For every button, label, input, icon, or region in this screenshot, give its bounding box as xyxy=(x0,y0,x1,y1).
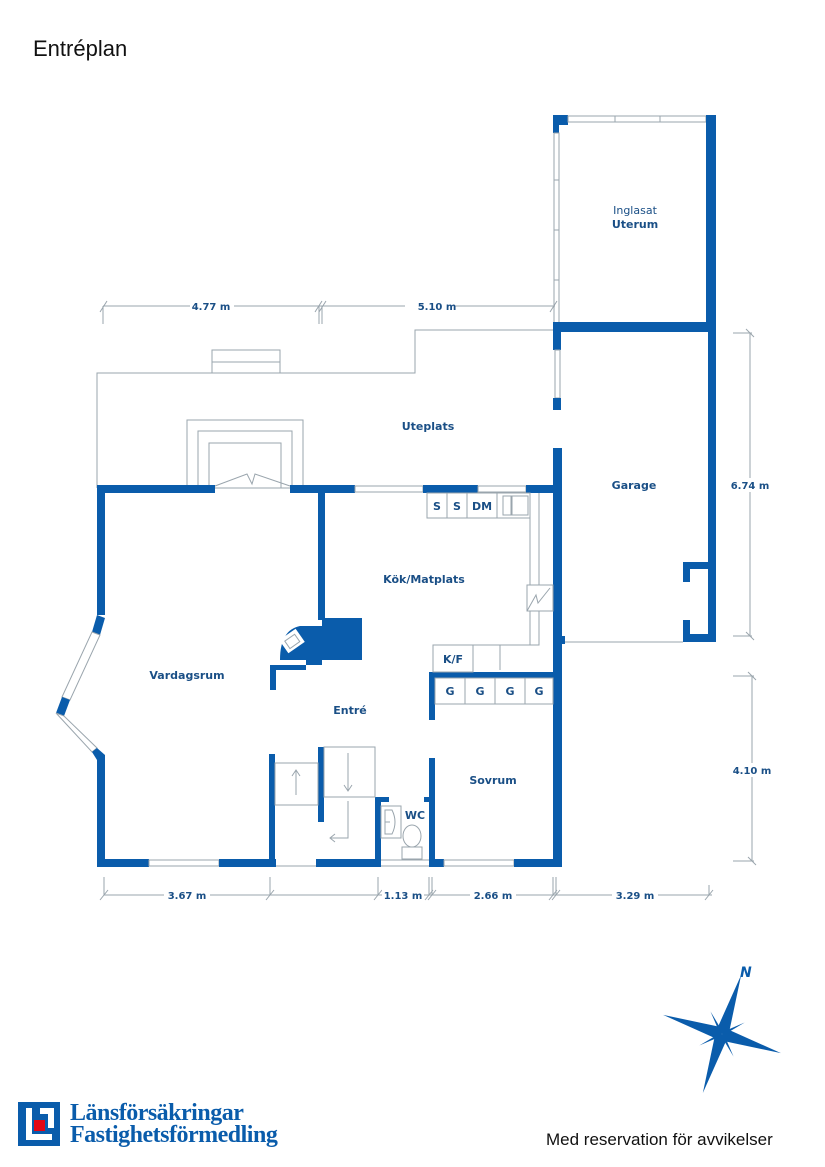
uteplats-outline xyxy=(96,329,555,489)
interior-walls xyxy=(269,485,562,867)
room-label-uterum-1: Inglasat xyxy=(613,204,657,217)
appliance-g1: G xyxy=(445,685,454,698)
logo-mark-icon xyxy=(18,1102,60,1146)
appliance-kf: K/F xyxy=(443,653,463,666)
stairs xyxy=(274,746,376,843)
room-labels: Inglasat Uterum Uteplats Garage Kök/Matp… xyxy=(149,204,658,822)
uterum-walls xyxy=(553,115,716,332)
room-label-wc: WC xyxy=(405,809,425,822)
dim-right-upper: 6.74 m xyxy=(731,481,770,492)
dim-bottom-4: 3.29 m xyxy=(616,891,655,902)
room-label-uteplats: Uteplats xyxy=(402,420,455,433)
appliance-s2: S xyxy=(453,500,461,513)
room-label-kok: Kök/Matplats xyxy=(383,573,465,586)
dim-bottom-2: 1.13 m xyxy=(384,891,423,902)
room-label-sovrum: Sovrum xyxy=(469,774,516,787)
company-logo: Länsförsäkringar Fastighetsförmedling xyxy=(18,1100,278,1148)
compass-north-label: N xyxy=(740,965,752,981)
appliance-dm: DM xyxy=(472,500,492,513)
dim-bottom-3: 2.66 m xyxy=(474,891,513,902)
dim-top-right: 5.10 m xyxy=(418,302,457,313)
appliance-g4: G xyxy=(534,685,543,698)
room-label-garage: Garage xyxy=(612,479,657,492)
dim-right-lower: 4.10 m xyxy=(733,766,772,777)
room-label-vardagsrum: Vardagsrum xyxy=(149,669,224,682)
dimension-lines: 4.77 m 5.10 m 6.74 m 4.10 m xyxy=(99,299,774,902)
logo-line-1: Länsförsäkringar xyxy=(70,1100,244,1126)
appliance-labels: S S DM K/F G G G G xyxy=(433,500,543,698)
dim-top-left: 4.77 m xyxy=(192,302,231,313)
dim-bottom-1: 3.67 m xyxy=(168,891,207,902)
disclaimer: Med reservation för avvikelser xyxy=(546,1130,773,1149)
appliance-g2: G xyxy=(475,685,484,698)
logo-line-2: Fastighetsförmedling xyxy=(70,1122,278,1148)
appliance-s1: S xyxy=(433,500,441,513)
wc-fixtures xyxy=(380,805,423,860)
appliance-g3: G xyxy=(505,685,514,698)
compass-rose-icon xyxy=(663,975,781,1093)
room-label-entre: Entré xyxy=(333,704,367,717)
page-title: Entréplan xyxy=(33,36,128,61)
kitchen-fittings xyxy=(426,492,554,705)
room-label-uterum-2: Uterum xyxy=(612,218,658,231)
